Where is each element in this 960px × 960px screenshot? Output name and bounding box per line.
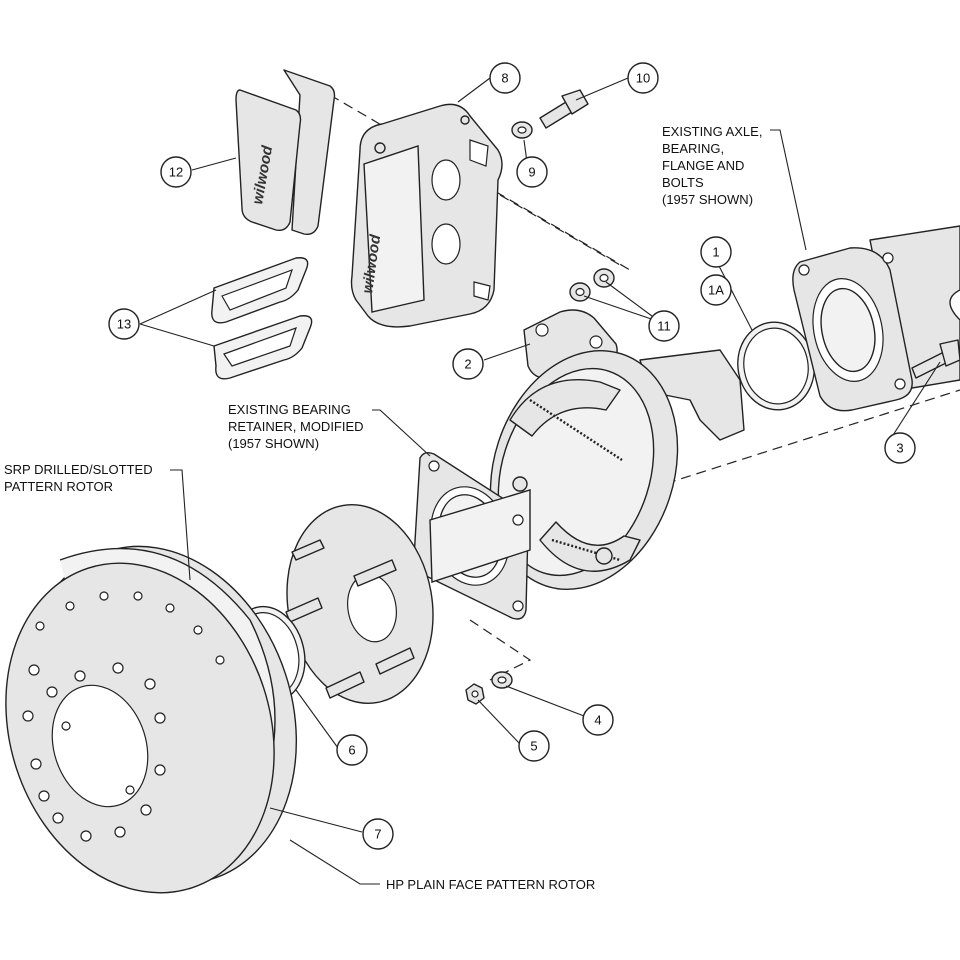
caliper: wilwood: [350, 103, 503, 328]
callout-3-text: 3: [896, 441, 903, 456]
caliper-washer: [511, 121, 533, 139]
callout-4: 4: [582, 704, 614, 736]
callout-7: 7: [362, 818, 394, 850]
callout-6: 6: [336, 734, 368, 766]
callout-11: 11: [648, 310, 680, 342]
callout-9-text: 9: [528, 165, 535, 180]
label-existing-axle-line-5: (1957 SHOWN): [662, 192, 753, 207]
callout-2: 2: [452, 348, 484, 380]
label-existing-axle-line-2: BEARING,: [662, 141, 724, 156]
label-bearing-retainer-line-3: (1957 SHOWN): [228, 436, 319, 451]
label-bearing-retainer: EXISTING BEARING RETAINER, MODIFIED (195…: [228, 402, 364, 451]
callout-4-text: 4: [594, 713, 601, 728]
leader-lines: [139, 77, 941, 885]
brake-pads: wilwood: [235, 69, 336, 236]
callout-1a-text: 1A: [708, 283, 724, 298]
callout-12-text: 12: [169, 165, 183, 180]
caliper-bolt: [539, 89, 589, 129]
label-bearing-retainer-line-2: RETAINER, MODIFIED: [228, 419, 364, 434]
parking-brake-assembly: [489, 349, 679, 591]
label-srp-rotor-line-1: SRP DRILLED/SLOTTED: [4, 462, 153, 477]
axle-bolt: [911, 339, 960, 379]
callout-1-text: 1: [712, 245, 719, 260]
existing-axle: [792, 225, 960, 412]
rotor-drilled-holes: [22, 591, 225, 842]
label-bearing-retainer-line-1: EXISTING BEARING: [228, 402, 351, 417]
callout-1a: 1A: [700, 274, 732, 306]
rotor-hat-with-studs: [285, 504, 434, 704]
callout-12: 12: [160, 156, 192, 188]
callout-6-text: 6: [348, 743, 355, 758]
callout-5: 5: [518, 730, 550, 762]
label-existing-axle: EXISTING AXLE, BEARING, FLANGE AND BOLTS…: [662, 124, 762, 207]
o-ring: [737, 321, 815, 411]
callout-11-text: 11: [657, 319, 671, 334]
anti-rattle-clips: [211, 257, 313, 380]
bearing-retainer: [413, 451, 531, 620]
label-existing-axle-line-3: FLANGE AND: [662, 158, 744, 173]
callout-1: 1: [700, 236, 732, 268]
callout-9: 9: [516, 156, 548, 188]
label-hp-rotor: HP PLAIN FACE PATTERN ROTOR: [386, 877, 595, 892]
callout-2-text: 2: [464, 357, 471, 372]
label-existing-axle-line-1: EXISTING AXLE,: [662, 124, 762, 139]
callout-3: 3: [884, 432, 916, 464]
label-srp-rotor-line-2: PATTERN ROTOR: [4, 479, 113, 494]
callout-8: 8: [489, 62, 521, 94]
callout-13: 13: [108, 308, 140, 340]
callout-5-text: 5: [530, 739, 537, 754]
callout-13-text: 13: [117, 317, 131, 332]
callout-10: 10: [627, 62, 659, 94]
callout-10-text: 10: [636, 71, 650, 86]
bracket-washers: [569, 268, 615, 302]
rotor: [5, 545, 298, 894]
lug-washer: [491, 671, 513, 689]
callout-7-text: 7: [374, 827, 381, 842]
label-existing-axle-line-4: BOLTS: [662, 175, 704, 190]
lug-nut: [465, 683, 485, 705]
label-srp-rotor: SRP DRILLED/SLOTTED PATTERN ROTOR: [4, 462, 153, 494]
callout-8-text: 8: [501, 71, 508, 86]
